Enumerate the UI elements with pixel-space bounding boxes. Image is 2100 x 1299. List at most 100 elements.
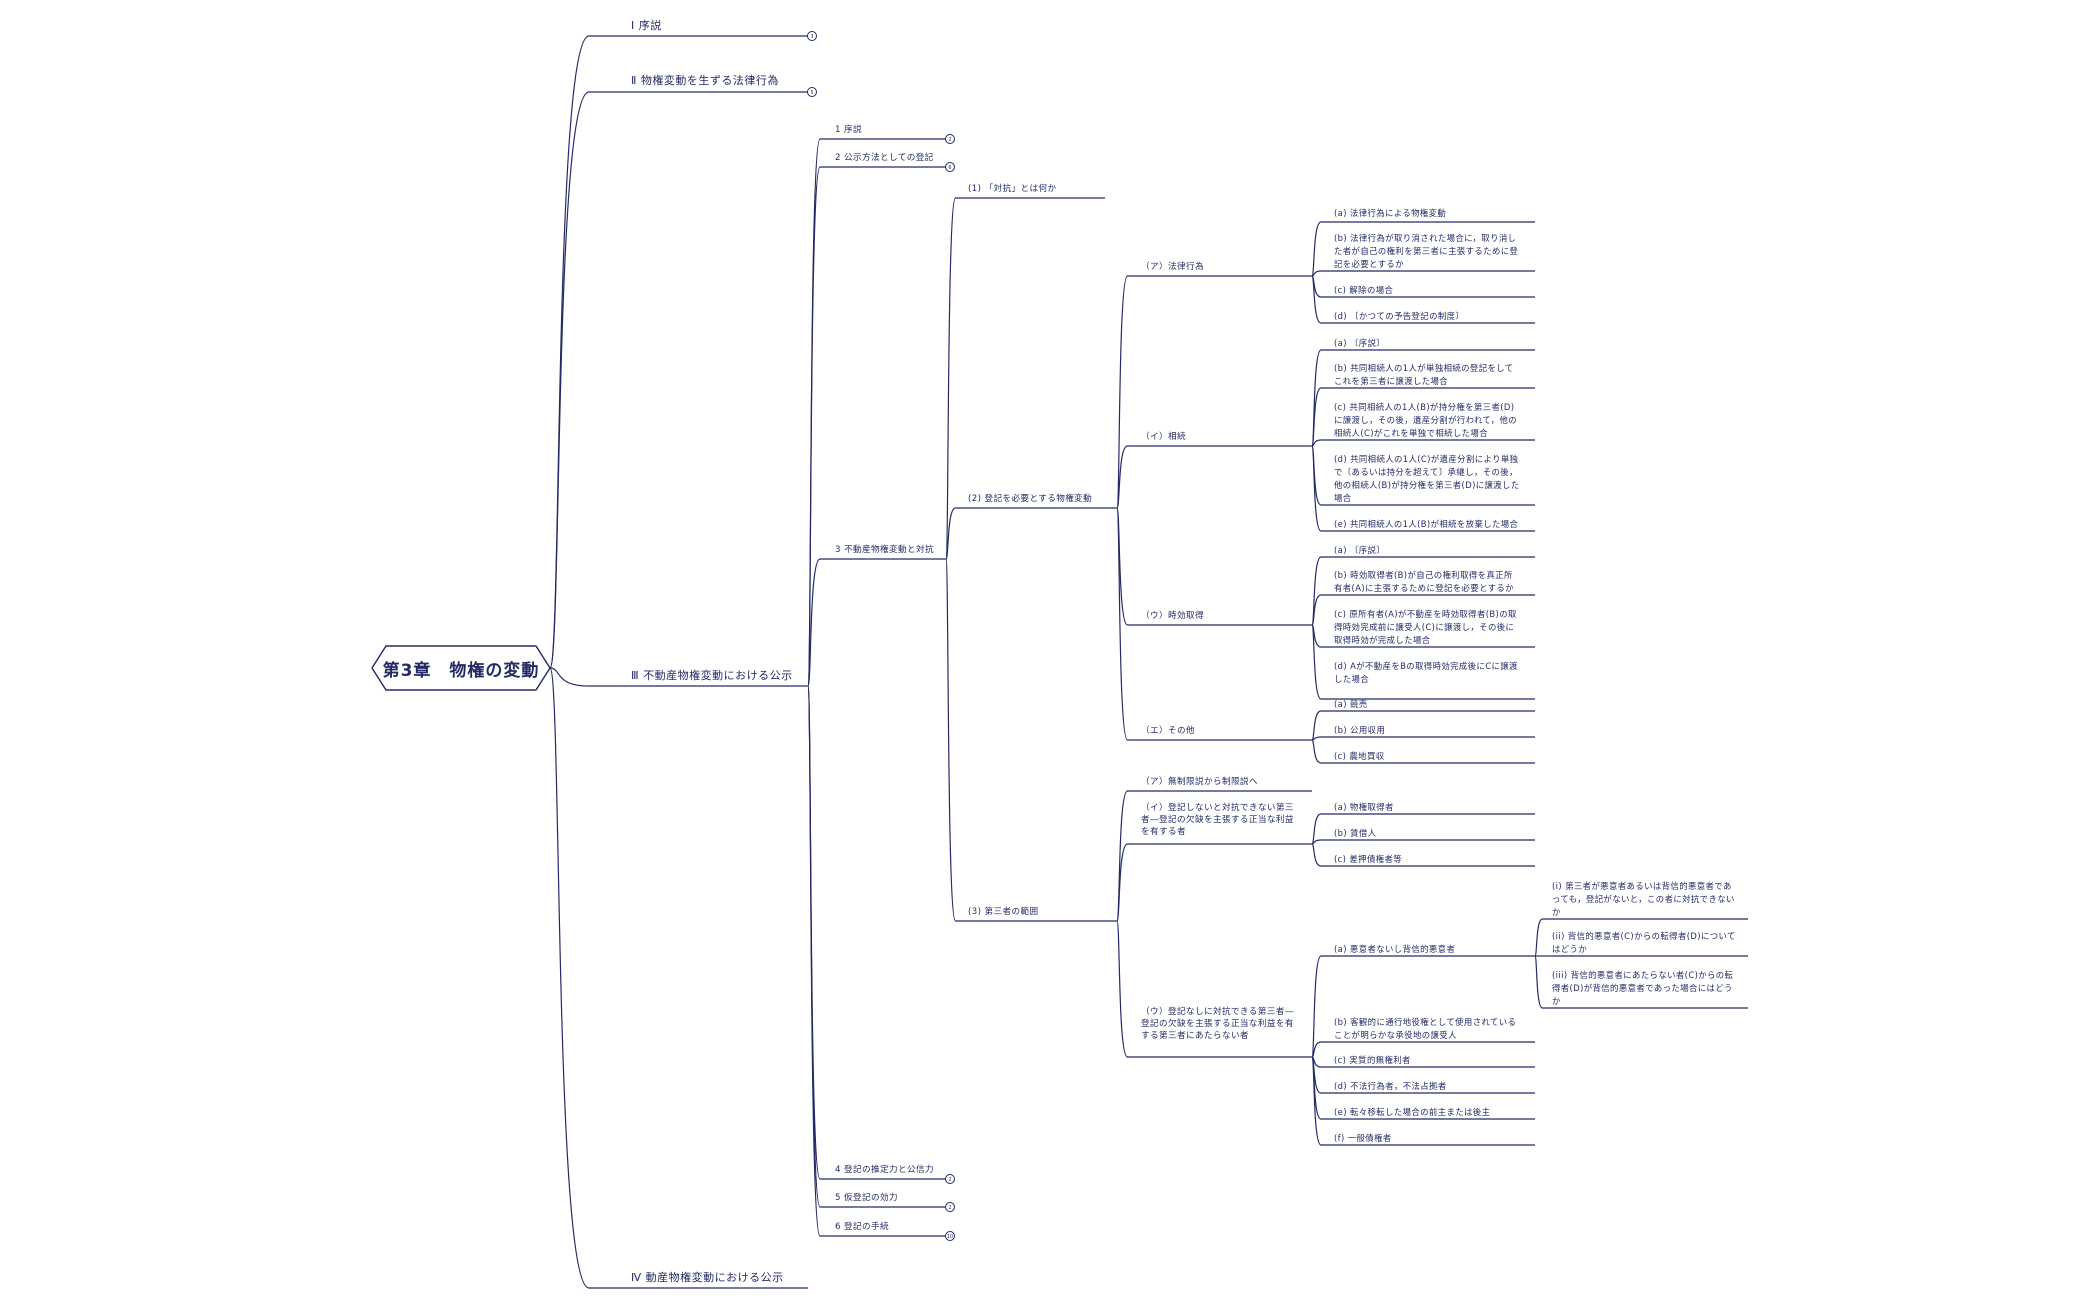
hitsuyo-u-child-2[interactable]: (b) 時効取得者(B)が自己の権利取得を真正所有者(A)に主張するために登記を… xyxy=(1334,570,1514,593)
svg-text:3: 3 xyxy=(810,34,813,40)
daisansha-to-3 xyxy=(1116,920,1138,1058)
daisansha-3-to-child-3 xyxy=(1311,1056,1330,1068)
svg-text:2: 2 xyxy=(948,137,951,143)
daisansha-to-1 xyxy=(1116,790,1138,922)
hitsuyo-i-label[interactable]: （イ）相続 xyxy=(1141,432,1186,442)
hitsuyo-i-child-1[interactable]: (a) 〔序説〕 xyxy=(1334,338,1386,348)
s3-item-3-label[interactable]: 3 不動産物権変動と対抗 xyxy=(835,545,934,555)
hitsuyo-4-to-child-1 xyxy=(1311,710,1330,741)
section-1-label[interactable]: Ⅰ 序説 xyxy=(631,19,662,32)
hitsuyo-to-4 xyxy=(1116,507,1138,741)
section-2-collapse-badge[interactable]: 5 xyxy=(807,87,817,97)
akui-to-child-3 xyxy=(1534,955,1550,1009)
hitsuyo-a-child-3[interactable]: (c) 解除の場合 xyxy=(1334,285,1394,295)
taiko-to-3 xyxy=(945,558,965,922)
section-1-collapse-badge[interactable]: 3 xyxy=(807,31,817,41)
daisansha-2-to-child-3 xyxy=(1311,843,1330,867)
hitsuyo-u-child-4[interactable]: (d) Aが不動産をBの取得時効完成後にCに譲渡した場合 xyxy=(1334,661,1518,684)
hitsuyo-to-1 xyxy=(1116,275,1138,509)
hitsuyo-1-to-child-1 xyxy=(1311,221,1330,277)
taiko-to-2 xyxy=(945,507,965,560)
hitsuyo-2-to-child-1 xyxy=(1311,349,1330,447)
akui-child-1[interactable]: (i) 第三者が悪意者あるいは背信的悪意者であっても，登記がないと，この者に対抗… xyxy=(1552,881,1735,917)
daisansha-i-child-3[interactable]: (c) 差押債権者等 xyxy=(1334,854,1403,864)
hitsuyo-i-child-2[interactable]: (b) 共同相続人の1人が単独相続の登記をしてこれを第三者に譲渡した場合 xyxy=(1334,363,1514,386)
daisansha-2-to-child-2 xyxy=(1311,839,1330,845)
hitsuyo-a-label[interactable]: （ア）法律行為 xyxy=(1141,262,1204,272)
s3-item-6-label[interactable]: 6 登記の手続 xyxy=(835,1222,889,1232)
daisansha-i-label[interactable]: （イ）登記しないと対抗できない第三者―登記の欠缺を主張する正当な利益を有する者 xyxy=(1141,803,1294,837)
section-4-label[interactable]: Ⅳ 動産物権変動における公示 xyxy=(631,1271,784,1284)
hitsuyo-2-to-child-2 xyxy=(1311,387,1330,447)
hitsuyo-i-child-3[interactable]: (c) 共同相続人の1人(B)が持分権を第三者(D)に譲渡し，その後，遺産分割が… xyxy=(1334,402,1518,438)
daisansha-u-child-5[interactable]: (e) 転々移転した場合の前主または後主 xyxy=(1334,1107,1491,1117)
hitsuyo-4-to-child-2 xyxy=(1311,736,1330,741)
hitsuyo-u-child-3[interactable]: (c) 原所有者(A)が不動産を時効取得者(B)の取得時効完成前に譲受人(C)に… xyxy=(1334,609,1517,645)
hitsuyo-3-to-child-2 xyxy=(1311,594,1330,626)
daisansha-2-to-child-1 xyxy=(1311,813,1330,845)
akui-child-2[interactable]: (ii) 背信的悪意者(C)からの転得者(D)についてはどうか xyxy=(1552,931,1736,954)
s3-item-4-collapse-badge[interactable]: 2 xyxy=(945,1174,955,1184)
hitsuyo-u-child-1[interactable]: (a) 〔序説〕 xyxy=(1334,545,1386,555)
hitsuyo-to-2 xyxy=(1116,445,1138,509)
hitsuyo-a-child-1[interactable]: (a) 法律行為による物権変動 xyxy=(1334,208,1447,218)
hitsuyo-i-child-5[interactable]: (e) 共同相続人の1人(B)が相続を放棄した場合 xyxy=(1334,519,1519,529)
s3-to-item-6 xyxy=(807,685,832,1237)
section-2-label[interactable]: Ⅱ 物権変動を生ずる法律行為 xyxy=(631,74,779,87)
hitsuyo-2-to-child-3 xyxy=(1311,439,1330,447)
daisansha-3-to-child-1 xyxy=(1311,955,1330,1058)
daisansha-a-label[interactable]: （ア）無制限説から制限説へ xyxy=(1141,777,1258,787)
root-to-section-2 xyxy=(549,91,628,669)
taiko-1-label[interactable]: (1) 「対抗」とは何か xyxy=(968,184,1057,194)
taiko-2-label[interactable]: (2) 登記を必要とする物権変動 xyxy=(968,494,1093,504)
section-3-label[interactable]: Ⅲ 不動産物権変動における公示 xyxy=(631,669,793,682)
s3-item-1-collapse-badge[interactable]: 2 xyxy=(945,134,955,144)
daisansha-3-to-child-2 xyxy=(1311,1041,1330,1058)
hitsuyo-e-child-3[interactable]: (c) 農地買収 xyxy=(1334,751,1385,761)
taiko-to-1 xyxy=(945,197,965,560)
svg-text:5: 5 xyxy=(810,90,813,96)
hitsuyo-4-to-child-3 xyxy=(1311,739,1330,764)
daisansha-i-child-1[interactable]: (a) 物権取得者 xyxy=(1334,802,1394,812)
s3-item-2-collapse-badge[interactable]: 6 xyxy=(945,162,955,172)
daisansha-u-child-1[interactable]: (a) 悪意者ないし背信的悪意者 xyxy=(1334,944,1456,954)
svg-text:2: 2 xyxy=(948,1205,951,1211)
s3-item-6-collapse-badge[interactable]: 10 xyxy=(945,1231,955,1241)
s3-item-4-label[interactable]: 4 登記の推定力と公信力 xyxy=(835,1165,934,1175)
daisansha-u-child-6[interactable]: (f) 一般債権者 xyxy=(1334,1133,1392,1143)
akui-to-child-1 xyxy=(1534,918,1550,957)
root-node[interactable]: 第3章 物権の変動 xyxy=(382,660,540,681)
hitsuyo-e-label[interactable]: （エ）その他 xyxy=(1141,726,1195,736)
daisansha-i-child-2[interactable]: (b) 賃借人 xyxy=(1334,828,1377,838)
hitsuyo-u-label[interactable]: （ウ）時効取得 xyxy=(1141,611,1204,621)
root-to-section-3 xyxy=(549,667,628,687)
daisansha-u-child-4[interactable]: (d) 不法行為者，不法占拠者 xyxy=(1334,1081,1447,1091)
hitsuyo-1-to-child-2 xyxy=(1311,270,1330,277)
s3-to-item-2 xyxy=(807,166,832,687)
daisansha-3-to-child-6 xyxy=(1311,1056,1330,1146)
svg-text:6: 6 xyxy=(948,165,951,171)
s3-to-item-3 xyxy=(807,558,832,687)
s3-item-5-label[interactable]: 5 仮登記の効力 xyxy=(835,1193,898,1203)
hitsuyo-e-child-1[interactable]: (a) 競売 xyxy=(1334,699,1368,709)
akui-child-3[interactable]: (iii) 背信的悪意者にあたらない者(C)からの転得者(D)が背信的悪意者であ… xyxy=(1552,970,1734,1006)
svg-text:10: 10 xyxy=(947,1234,953,1240)
hitsuyo-2-to-child-5 xyxy=(1311,445,1330,532)
svg-text:2: 2 xyxy=(948,1177,951,1183)
daisansha-u-child-2[interactable]: (b) 客観的に通行地役権として使用されていることが明らかな承役地の譲受人 xyxy=(1334,1017,1517,1040)
s3-item-5-collapse-badge[interactable]: 2 xyxy=(945,1202,955,1212)
hitsuyo-3-to-child-3 xyxy=(1311,624,1330,648)
daisansha-u-child-3[interactable]: (c) 実質的無権利者 xyxy=(1334,1055,1411,1065)
hitsuyo-a-child-2[interactable]: (b) 法律行為が取り消された場合に，取り消した者が自己の権利を第三者に主張する… xyxy=(1334,233,1519,269)
s3-item-1-label[interactable]: 1 序説 xyxy=(835,125,862,135)
taiko-3-label[interactable]: (3) 第三者の範囲 xyxy=(968,907,1039,917)
daisansha-u-label[interactable]: （ウ）登記なしに対抗できる第三者―登記の欠缺を主張する正当な利益を有する第三者に… xyxy=(1141,1007,1294,1041)
s3-item-2-label[interactable]: 2 公示方法としての登記 xyxy=(835,153,934,163)
hitsuyo-e-child-2[interactable]: (b) 公用収用 xyxy=(1334,725,1386,735)
hitsuyo-i-child-4[interactable]: (d) 共同相続人の1人(C)が遺産分割により単独で〔あるいは持分を超えて〕承継… xyxy=(1334,454,1520,503)
hitsuyo-3-to-child-1 xyxy=(1311,556,1330,626)
hitsuyo-a-child-4[interactable]: (d) 〔かつての予告登記の制度〕 xyxy=(1334,311,1465,321)
daisansha-to-2 xyxy=(1116,843,1138,922)
